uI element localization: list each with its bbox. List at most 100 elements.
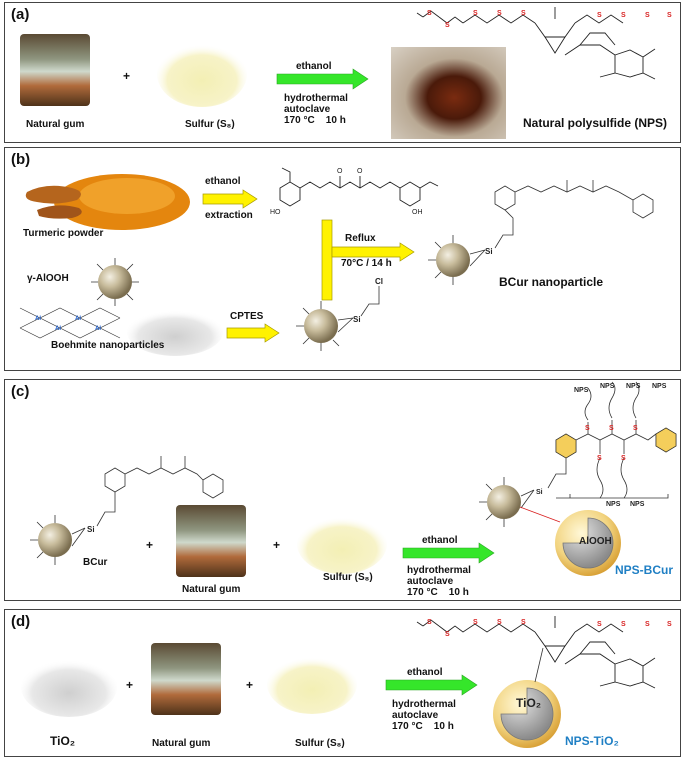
boehmite-sphere	[91, 258, 139, 306]
s-atom: S	[621, 455, 626, 462]
s-atom: S	[645, 621, 650, 628]
tio2-label: TiO₂	[50, 734, 76, 748]
pointer-line	[519, 506, 561, 523]
natural-gum-image	[151, 643, 221, 715]
nps-product-label: Natural polysulfide (NPS)	[523, 116, 668, 130]
s-atom: S	[667, 12, 672, 19]
si-atom: Si	[536, 489, 543, 496]
nps-tio2-label: NPS-TiO₂	[565, 734, 619, 748]
al-atom: Al	[55, 326, 61, 332]
s-atom: S	[445, 631, 450, 638]
reaction-arrow-top-text: ethanol	[407, 667, 443, 678]
natural-gum-label: Natural gum	[26, 119, 85, 130]
cl-atom: Cl	[375, 277, 383, 286]
oh-group: OH	[412, 209, 423, 216]
reaction-arrow-bottom-text: hydrothermal autoclave 170 °C 10 h	[284, 93, 348, 126]
s-atom: S	[621, 12, 626, 19]
s-atom: S	[633, 425, 638, 432]
core-label: AlOOH	[579, 536, 612, 547]
boehmite-formula-label: γ-AlOOH	[27, 273, 69, 284]
si-atom: Si	[353, 315, 361, 324]
sulfur-label: Sulfur (S₈)	[185, 119, 235, 130]
nps-label: NPS	[606, 501, 621, 508]
nps-label: NPS	[652, 383, 667, 390]
al-atom: Al	[75, 316, 81, 322]
nps-label: NPS	[600, 383, 615, 390]
si-atom: Si	[485, 247, 493, 256]
s-atom: S	[667, 621, 672, 628]
sulfur-powder-image	[297, 514, 387, 574]
s-atom: S	[609, 425, 614, 432]
sulfur-powder-image	[267, 654, 357, 714]
s-atom: S	[597, 12, 602, 19]
si-atom: Si	[87, 525, 95, 534]
nps-label: NPS	[574, 387, 589, 394]
extraction-arrow	[202, 189, 258, 209]
natural-gum-label: Natural gum	[152, 738, 211, 749]
reaction-arrow-green	[402, 542, 495, 564]
reaction-arrow-bottom-text: hydrothermal autoclave 170 °C 10 h	[392, 699, 456, 732]
natural-gum-image	[176, 505, 246, 577]
nps-label: NPS	[626, 383, 641, 390]
panel-c-label: (c)	[11, 383, 30, 400]
s-atom: S	[473, 10, 478, 17]
nps-structure: S S S S S S S S S	[416, 616, 672, 689]
plus-sign-1: +	[126, 678, 134, 692]
s-atom: S	[585, 425, 590, 432]
reaction-arrow-top-text: ethanol	[296, 61, 332, 72]
panel-a: (a) Natural gum + Sulfur (S₈) ethanol hy…	[4, 2, 681, 143]
ho-group: HO	[270, 209, 281, 216]
reflux-label: Reflux	[345, 233, 376, 244]
s-atom: S	[427, 619, 432, 626]
pointer-line	[534, 647, 544, 683]
panel-b-label: (b)	[11, 151, 31, 168]
natural-gum-image	[20, 34, 90, 106]
curcumin-structure: O O HO OH	[270, 167, 439, 216]
reflux-vertical-bar	[321, 219, 333, 301]
nps-bcur-structure: S S S S S Si NPS NPS NPS NPS NPS NPS	[479, 381, 677, 527]
reaction-arrow-green	[385, 674, 478, 696]
turmeric-label: Turmeric powder	[23, 228, 104, 239]
reaction-arrow-top-text: ethanol	[422, 535, 458, 546]
panel-d: (d) TiO₂ + Natural gum + Sulfur (S₈) eth…	[4, 609, 681, 757]
s-atom: S	[645, 12, 650, 19]
s-atom: S	[621, 621, 626, 628]
nps-tio2-core-shell	[493, 647, 561, 748]
plus-sign: +	[123, 69, 131, 83]
sulfur-label: Sulfur (S₈)	[323, 572, 373, 583]
o-atom: O	[337, 168, 343, 175]
reflux-conditions-label: 70°C / 14 h	[341, 258, 392, 269]
s-atom: S	[497, 10, 502, 17]
panel-c: (c) Si BCur + Natural gum + Sulfur (S₈) …	[4, 379, 681, 601]
plus-sign-1: +	[146, 538, 154, 552]
s-atom: S	[473, 619, 478, 626]
cptes-label: CPTES	[230, 311, 264, 322]
turmeric-image	[25, 174, 190, 230]
nps-structure: S S S S S S S S S	[416, 7, 672, 80]
extraction-label: extraction	[205, 210, 253, 221]
s-atom: S	[597, 621, 602, 628]
plus-sign-2: +	[246, 678, 254, 692]
nps-bcur-core-shell	[555, 510, 621, 576]
o-atom: O	[357, 168, 363, 175]
bcur-reactant-structure: Si	[30, 456, 224, 565]
bcur-nanoparticle-label: BCur nanoparticle	[499, 275, 604, 289]
panel-a-label: (a)	[11, 6, 30, 23]
nps-bcur-label: NPS-BCur	[615, 563, 674, 577]
s-atom: S	[521, 619, 526, 626]
cptes-arrow	[226, 323, 280, 343]
s-atom: S	[427, 10, 432, 17]
core-label: TiO₂	[516, 696, 542, 710]
al-atom: Al	[35, 316, 41, 322]
s-atom: S	[497, 619, 502, 626]
ethanol-label: ethanol	[205, 176, 241, 187]
plus-sign-2: +	[273, 538, 281, 552]
bcur-label: BCur	[83, 557, 108, 568]
s-atom: S	[445, 22, 450, 29]
tio2-powder-image	[21, 657, 117, 717]
sulfur-powder-image	[157, 41, 247, 107]
boehmite-np-label: Boehmite nanoparticles	[51, 340, 165, 351]
chloropropyl-boehmite: Si Cl	[296, 277, 383, 351]
sulfur-label: Sulfur (S₈)	[295, 738, 345, 749]
reaction-arrow-green	[276, 68, 369, 90]
